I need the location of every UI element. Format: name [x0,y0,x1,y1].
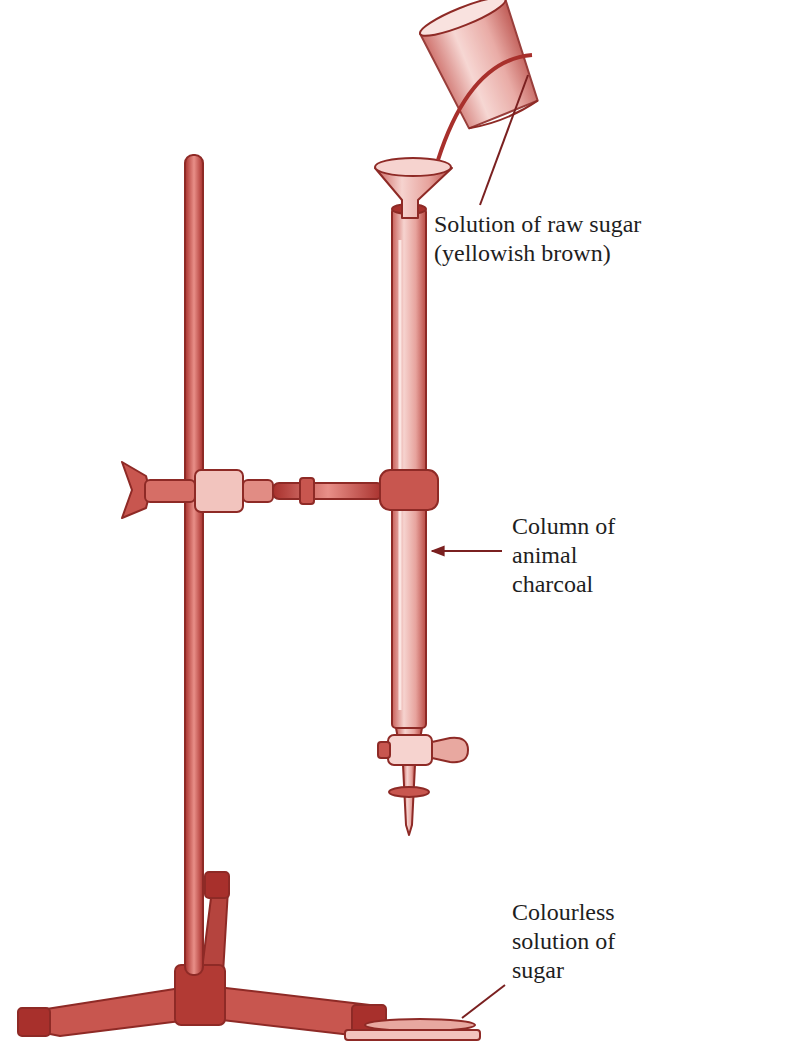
beaker-base [469,101,539,132]
stopcock-key [378,742,390,758]
clamp-ring [380,470,438,510]
stand-rod [185,155,203,975]
clamp-arm [273,483,383,499]
charcoal-column [392,208,426,728]
tip-collar [389,787,429,797]
clamp-arm [243,480,273,502]
beaker-rim [417,0,509,42]
base-leg [200,985,390,1036]
text-label: Colourless solution of sugar [512,898,647,984]
text-label: Solution of raw sugar (yellowish brown) [434,210,724,268]
foot [205,872,229,898]
boss-head [195,470,243,512]
text-label: Column of animal charcoal [512,512,640,598]
clamp-arm [145,480,195,502]
stopcock [388,735,432,765]
funnel-rim [375,158,451,176]
clamp-screw [300,478,314,504]
leader-arrow [432,550,502,552]
delivery-tip [403,765,415,835]
leader-line [462,985,505,1018]
glass-slab [345,1030,480,1040]
stopcock-handle [432,738,468,763]
foot [18,1008,50,1036]
pouring-stream [438,55,532,160]
leader-line [480,75,528,205]
